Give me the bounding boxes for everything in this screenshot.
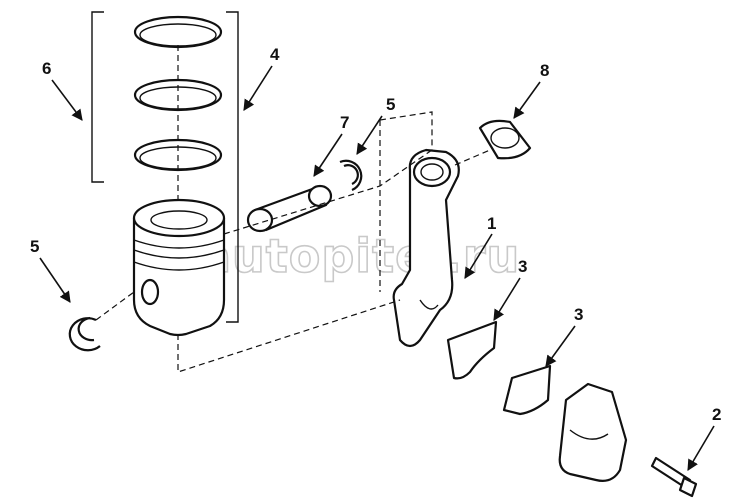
- svg-text:5: 5: [30, 237, 39, 256]
- callout-2: 2: [687, 405, 721, 471]
- piston: [132, 198, 226, 337]
- svg-text:6: 6: [42, 59, 51, 78]
- assembly-line-3: [454, 149, 491, 166]
- callout-1: 1: [464, 214, 496, 279]
- callout-6: 6: [42, 59, 83, 121]
- assembly-line-4: [95, 291, 135, 321]
- rod-cap: [558, 382, 628, 482]
- bushing: [478, 119, 532, 160]
- bearing-shell-upper: [446, 320, 498, 380]
- svg-text:8: 8: [540, 61, 549, 80]
- piston-rings: [133, 15, 223, 200]
- rod-bolt: [650, 456, 698, 498]
- svg-text:2: 2: [712, 405, 721, 424]
- snap-ring-right: [339, 159, 363, 192]
- callout-4: 4: [243, 45, 280, 111]
- svg-text:3: 3: [518, 257, 527, 276]
- svg-text:5: 5: [386, 95, 395, 114]
- piston-pin: [246, 184, 333, 233]
- connecting-rod: [392, 148, 460, 348]
- callout-3a: 3: [493, 257, 527, 321]
- callout-8: 8: [513, 61, 549, 119]
- rings-bracket: [91, 11, 239, 323]
- callout-7: 7: [313, 113, 349, 177]
- watermark-text: autopiter.ru: [200, 229, 520, 283]
- assembly-line-2: [379, 111, 433, 292]
- callout-5b: 5: [30, 237, 71, 303]
- svg-text:3: 3: [574, 305, 583, 324]
- callout-3b: 3: [545, 305, 583, 367]
- bearing-shell-lower: [502, 364, 552, 416]
- svg-text:7: 7: [340, 113, 349, 132]
- callout-5a: 5: [356, 95, 395, 155]
- svg-text:1: 1: [487, 214, 496, 233]
- snap-ring-left: [68, 316, 101, 352]
- svg-text:4: 4: [270, 45, 280, 64]
